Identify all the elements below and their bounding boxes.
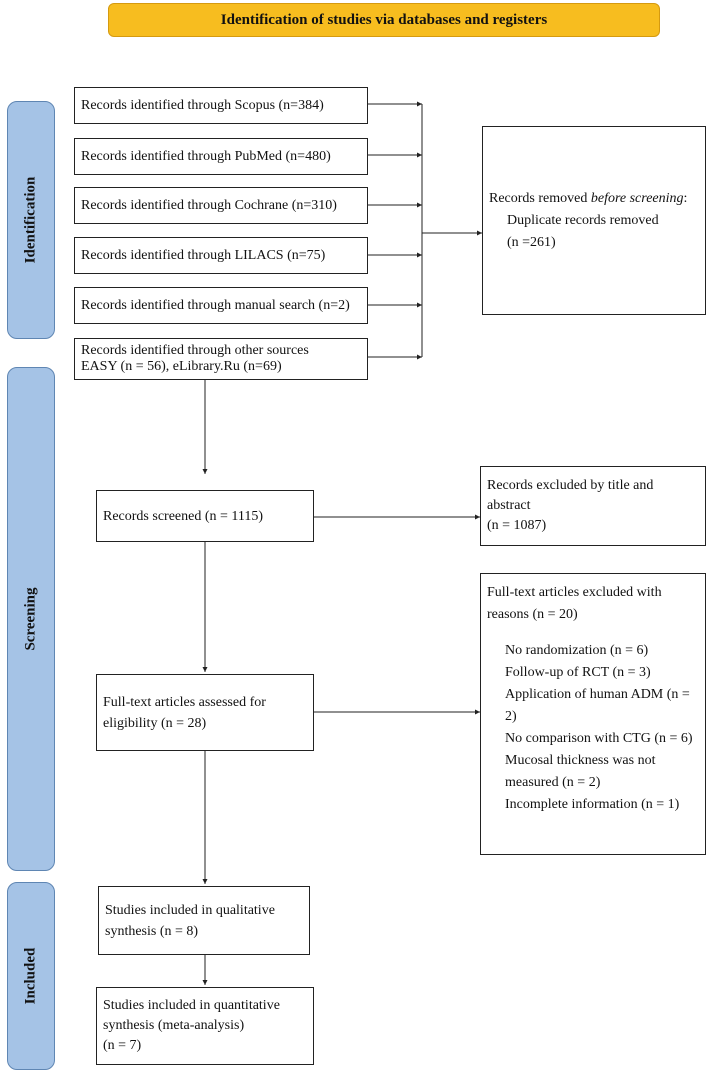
stage-included: Included — [7, 882, 55, 1070]
qualitative-label: Studies included in qualitative synthesi… — [105, 902, 275, 939]
source-label-cochrane: Records identified through Cochrane (n=3… — [81, 198, 337, 213]
removed-duplicates-label: Duplicate records removed — [507, 212, 659, 228]
removed-duplicates-count: (n =261) — [507, 234, 556, 250]
source-label-scopus: Records identified through Scopus (n=384… — [81, 98, 324, 113]
source-label-other-line1: Records identified through other sources — [81, 343, 309, 358]
source-box-lilacs: Records identified through LILACS (n=75) — [74, 237, 368, 274]
quantitative-label: Studies included in quantitative synthes… — [103, 998, 280, 1033]
reason-item: Mucosal thickness was not measured (n = … — [505, 753, 656, 790]
reason-item: Application of human ADM (n = 2) — [505, 687, 690, 724]
source-label-manual: Records identified through manual search… — [81, 298, 350, 313]
fulltext-excluded-title: Full-text articles excluded with reasons… — [487, 585, 662, 622]
removed-title: Records removed before screening: — [489, 188, 687, 210]
screened-label: Records screened (n = 1115) — [103, 508, 264, 524]
source-box-scopus: Records identified through Scopus (n=384… — [74, 87, 368, 124]
source-box-pubmed: Records identified through PubMed (n=480… — [74, 138, 368, 175]
qualitative-box: Studies included in qualitative synthesi… — [98, 886, 310, 955]
stage-identification: Identification — [7, 101, 55, 339]
removed-title-prefix: Records removed — [489, 190, 591, 206]
diagram-header: Identification of studies via databases … — [108, 3, 660, 37]
removed-title-italic: before screening — [590, 190, 684, 206]
fulltext-label: Full-text articles assessed for eligibil… — [103, 694, 266, 731]
quantitative-box: Studies included in quantitative synthes… — [96, 987, 314, 1065]
reason-item: Incomplete information (n = 1) — [505, 797, 680, 812]
removed-title-suffix: : — [683, 190, 688, 206]
screened-box: Records screened (n = 1115) — [96, 490, 314, 542]
excluded-box: Records excluded by title and abstract (… — [480, 466, 706, 546]
source-label-lilacs: Records identified through LILACS (n=75) — [81, 248, 326, 263]
source-box-cochrane: Records identified through Cochrane (n=3… — [74, 187, 368, 224]
removed-box: Records removed before screening: Duplic… — [482, 126, 706, 315]
fulltext-box: Full-text articles assessed for eligibil… — [96, 674, 314, 751]
source-label-other-line2: EASY (n = 56), eLibrary.Ru (n=69) — [81, 359, 282, 374]
source-box-other: Records identified through other sources… — [74, 338, 368, 380]
reason-item: No comparison with CTG (n = 6) — [505, 731, 693, 746]
reason-item: Follow-up of RCT (n = 3) — [505, 665, 651, 680]
fulltext-excluded-box: Full-text articles excluded with reasons… — [480, 573, 706, 855]
excluded-label: Records excluded by title and abstract — [487, 478, 654, 513]
reason-item: No randomization (n = 6) — [505, 643, 649, 658]
excluded-count: (n = 1087) — [487, 518, 547, 533]
source-box-manual: Records identified through manual search… — [74, 287, 368, 324]
stage-screening: Screening — [7, 367, 55, 871]
quantitative-count: (n = 7) — [103, 1038, 142, 1053]
source-label-pubmed: Records identified through PubMed (n=480… — [81, 149, 331, 164]
